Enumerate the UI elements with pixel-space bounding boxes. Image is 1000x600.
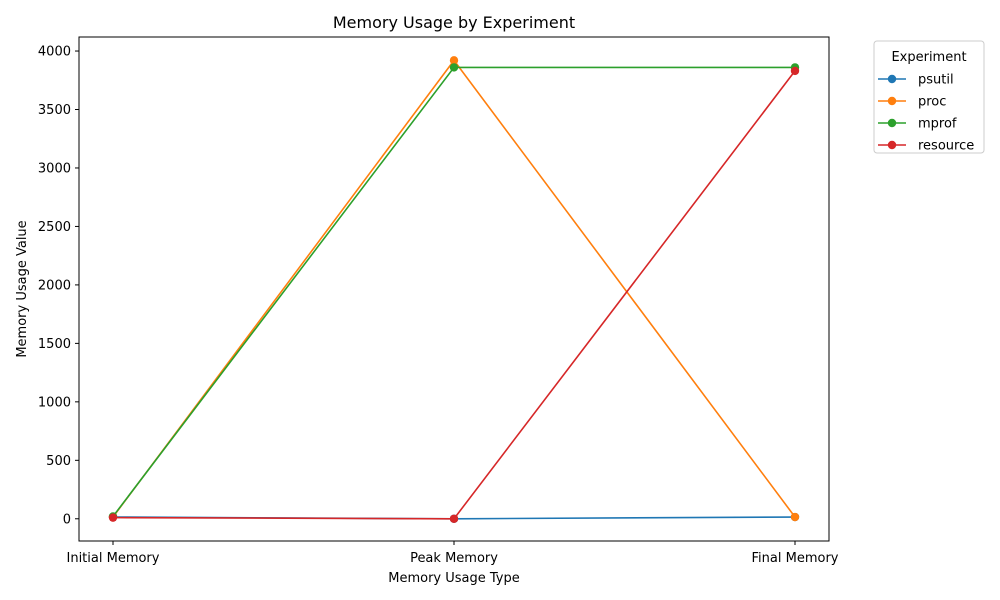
series-line (112, 70, 796, 520)
legend-marker (887, 74, 897, 84)
series-line (112, 66, 795, 517)
data-point (790, 66, 800, 76)
legend-item-mprof: mprof (878, 117, 957, 132)
x-tick-label: Initial Memory (67, 551, 160, 566)
x-axis-label: Memory Usage Type (388, 571, 520, 586)
series-resource (108, 66, 800, 523)
legend-label: psutil (918, 73, 954, 88)
series-mprof (108, 63, 800, 521)
legend-item-proc: proc (878, 95, 946, 110)
series-line (112, 59, 796, 518)
y-tick-label: 0 (63, 512, 71, 527)
y-tick-label: 1000 (38, 395, 71, 410)
legend-label: proc (918, 95, 946, 110)
x-tick-label: Peak Memory (410, 551, 498, 566)
y-tick-label: 4000 (38, 45, 71, 60)
y-tick-label: 500 (46, 454, 71, 469)
plot-area (78, 36, 830, 542)
y-axis-label: Memory Usage Value (15, 220, 30, 357)
y-tick-label: 2000 (38, 278, 71, 293)
legend-box (873, 40, 985, 154)
legend: Experiment psutil proc mprof resource (873, 40, 985, 154)
data-point (449, 514, 459, 523)
series-proc (108, 56, 800, 522)
chart-title: Memory Usage by Experiment (333, 13, 575, 32)
y-tick-label: 1500 (38, 337, 71, 352)
y-tick-label: 2500 (38, 220, 71, 235)
data-point (108, 513, 118, 522)
x-tick-label: Final Memory (752, 551, 839, 566)
legend-marker (887, 96, 897, 106)
y-tick-label: 3500 (38, 103, 71, 118)
legend-item-psutil: psutil (878, 73, 954, 88)
data-point (790, 512, 800, 522)
y-tick-label: 3000 (38, 161, 71, 176)
data-point (449, 56, 459, 65)
legend-label: resource (918, 139, 974, 154)
data-point (449, 63, 459, 72)
legend-item-resource: resource (878, 139, 974, 154)
legend-marker (887, 118, 897, 128)
legend-title: Experiment (891, 50, 966, 65)
legend-label: mprof (918, 117, 957, 132)
legend-marker (887, 140, 897, 150)
